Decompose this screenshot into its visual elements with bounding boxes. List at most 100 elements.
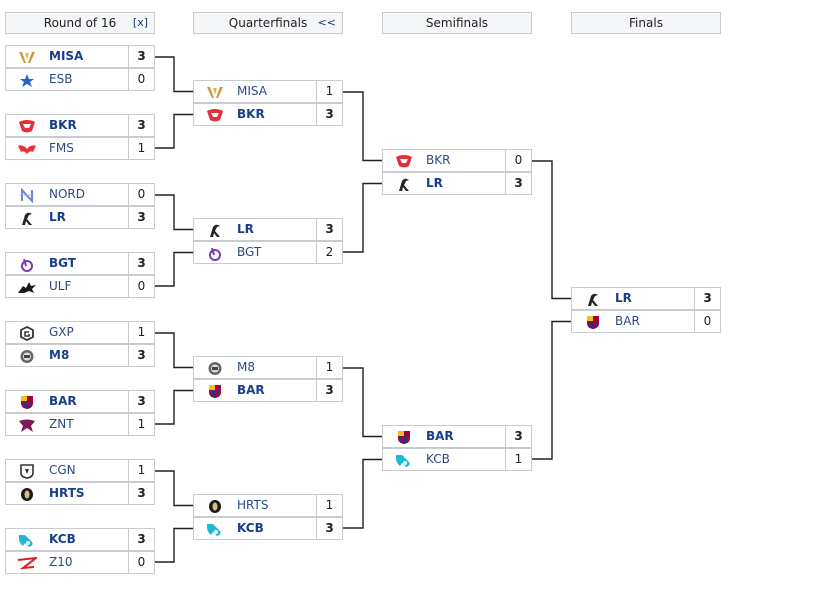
team-score: 0 [694,311,720,332]
team-score: 3 [505,173,531,194]
hrts-logo [204,498,226,514]
team-row: GXP 1 [5,321,155,344]
team-name-link[interactable]: BKR [426,153,451,167]
lr-logo [204,222,226,238]
team-row: NORD 0 [5,183,155,206]
team-score: 1 [316,495,342,516]
team-name-link[interactable]: NORD [49,187,85,201]
connector-line [155,470,193,563]
team-name-link[interactable]: BAR [49,394,77,408]
team-score: 3 [128,345,154,366]
team-score: 0 [505,150,531,171]
team-score: 3 [128,115,154,136]
team-score: 0 [128,184,154,205]
team-name-link[interactable]: LR [615,291,632,305]
z10-logo [16,555,38,571]
team-name-link[interactable]: M8 [49,348,70,362]
znt-logo [16,417,38,433]
team-name-link[interactable]: FMS [49,141,74,155]
round-title: Quarterfinals [228,16,308,30]
kcb-logo [204,521,226,537]
team-name-link[interactable]: Z10 [49,555,73,569]
team-name-link[interactable]: ZNT [49,417,74,431]
team-name-link[interactable]: M8 [237,360,255,374]
team-name-link[interactable]: CGN [49,463,76,477]
bar-logo [16,394,38,410]
team-score: 1 [128,322,154,343]
round-title: Round of 16 [43,16,117,30]
team-name-link[interactable]: HRTS [237,498,269,512]
bkr-logo [16,118,38,134]
m8-logo [204,360,226,376]
kcb-logo [16,532,38,548]
team-score: 1 [316,357,342,378]
team-name-link[interactable]: BGT [237,245,262,259]
collapse-round-button[interactable]: [x] [132,16,148,29]
team-name-link[interactable]: GXP [49,325,74,339]
team-name-link[interactable]: HRTS [49,486,85,500]
connector-line [155,56,193,149]
team-name-link[interactable]: BAR [426,429,454,443]
team-name-link[interactable]: LR [426,176,443,190]
round-header-0: Round of 16 [x] [5,12,155,34]
team-score: 2 [316,242,342,263]
team-name-link[interactable]: BAR [615,314,640,328]
team-row: LR 3 [382,172,532,195]
team-name-link[interactable]: LR [237,222,254,236]
team-name-link[interactable]: MISA [49,49,84,63]
bkr-logo [393,153,415,169]
team-name-link[interactable]: ESB [49,72,73,86]
gxp-logo [16,325,38,341]
team-row: BAR 3 [5,390,155,413]
team-score: 3 [694,288,720,309]
round-header-1: Quarterfinals << [193,12,343,34]
team-name-link[interactable]: KCB [426,452,450,466]
team-name-link[interactable]: BKR [49,118,77,132]
round-title: Finals [629,16,663,30]
team-name-link[interactable]: KCB [237,521,264,535]
team-score: 3 [316,219,342,240]
nord-logo [16,187,38,203]
misa-logo [16,49,38,65]
team-name-link[interactable]: LR [49,210,66,224]
team-score: 0 [128,552,154,573]
team-score: 3 [505,426,531,447]
team-name-link[interactable]: MISA [237,84,267,98]
connector-line [155,332,193,425]
team-row: M8 1 [193,356,343,379]
team-row: MISA 1 [193,80,343,103]
team-row: KCB 3 [193,517,343,540]
expand-rounds-button[interactable]: << [317,16,336,29]
bar-logo [393,429,415,445]
team-row: LR 3 [193,218,343,241]
team-name-link[interactable]: BGT [49,256,76,270]
team-row: BAR 0 [571,310,721,333]
kcb-logo [393,452,415,468]
lr-logo [393,176,415,192]
team-name-link[interactable]: BKR [237,107,265,121]
team-name-link[interactable]: ULF [49,279,72,293]
esb-logo [16,72,38,88]
lr-logo [582,291,604,307]
team-score: 3 [316,518,342,539]
bgt-logo [204,245,226,261]
team-score: 3 [316,380,342,401]
m8-logo [16,348,38,364]
team-score: 3 [128,391,154,412]
team-name-link[interactable]: KCB [49,532,76,546]
bar-logo [582,314,604,330]
bar-logo [204,383,226,399]
team-row: LR 3 [571,287,721,310]
misa-logo [204,84,226,100]
team-score: 1 [316,81,342,102]
team-name-link[interactable]: BAR [237,383,265,397]
